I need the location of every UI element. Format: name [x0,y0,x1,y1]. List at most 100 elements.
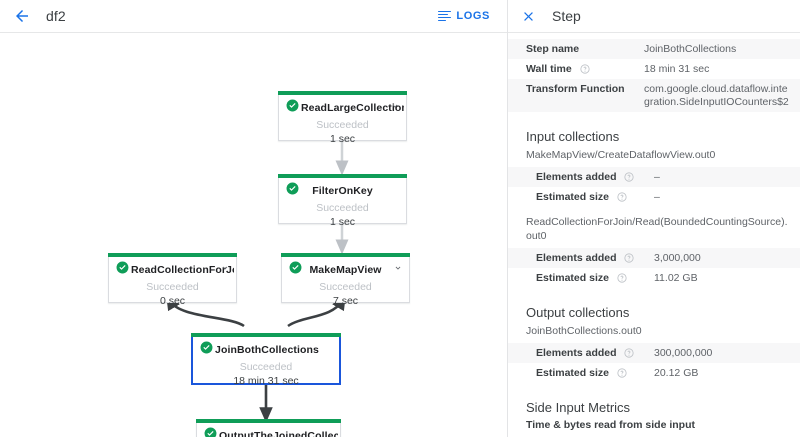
help-icon[interactable] [624,348,635,358]
graph-node-join-both-collections[interactable]: JoinBothCollections Succeeded 18 min 31 … [191,333,341,387]
metric-key: Estimated size [508,187,654,207]
node-title: MakeMapView [309,263,382,276]
column-header-time-spent-reading: Time spent reading [658,435,736,437]
node-status-bar [278,174,407,178]
node-header: OutputTheJoinedCollec... [197,423,340,437]
check-circle-icon [200,341,213,354]
metric-key-label: Elements added [536,252,617,264]
table-row: Wall time 18 min 31 sec [508,59,800,79]
spacer [508,383,800,391]
metric-key: Elements added [508,167,654,187]
metric-key: Estimated size [508,268,654,288]
step-panel-body[interactable]: Step name JoinBothCollections Wall time … [508,39,800,437]
help-icon[interactable] [617,192,627,202]
page-title: df2 [46,8,66,24]
node-header: ReadLargeCollectionFr... [279,95,406,117]
help-icon[interactable] [617,368,627,378]
metric-key: Estimated size [508,363,654,383]
node-header: ReadCollectionForJoin [109,257,236,279]
spacer [508,207,800,215]
summary-key-label: Wall time [526,63,572,75]
output-collections-title: Output collections [526,305,630,320]
job-graph-pane: df2 LOGS [0,0,508,437]
node-duration: 18 min 31 sec [233,375,299,387]
job-topbar: df2 LOGS [0,0,507,33]
chevron-down-icon[interactable] [220,262,230,272]
logs-button[interactable]: LOGS [438,10,490,22]
metric-value: – [654,191,660,203]
metric-value: – [654,171,660,183]
node-header: FilterOnKey [279,178,406,200]
input-collection-metrics-0: Elements added – Estimated size [508,167,800,207]
table-row: Transform Function com.google.cloud.data… [508,79,800,112]
chevron-down-icon[interactable] [390,100,400,110]
check-circle-icon [286,182,299,195]
summary-key: Wall time [508,59,644,79]
node-status-text: Succeeded [316,202,369,214]
table-row: Estimated size 11.02 GB [508,268,800,288]
node-status-bar [281,253,410,257]
step-panel-header: Step [508,0,800,33]
metric-value: 3,000,000 [654,252,701,264]
node-duration: 7 sec [332,295,359,307]
node-title: OutputTheJoinedCollec... [219,429,338,437]
logs-button-label: LOGS [456,10,490,22]
metric-key: Elements added [508,248,654,268]
node-header: JoinBothCollections [193,337,339,359]
metric-key-label: Estimated size [536,272,609,284]
graph-node-output-the-joined-collection[interactable]: OutputTheJoinedCollec... Succeeded 18 se… [196,419,341,437]
column-header-bytes-read: Bytes read [736,435,800,437]
metric-key: Elements added [508,343,654,363]
table-row: Elements added 3,000,000 [508,248,800,268]
metric-key-label: Estimated size [536,367,609,379]
node-status-bar [278,91,407,95]
summary-key: Step name [526,43,580,55]
spacer [508,112,800,120]
node-duration: 1 sec [329,133,356,145]
output-collection-name: JoinBothCollections.out0 [526,325,642,337]
graph-node-filter-on-key[interactable]: FilterOnKey Succeeded 1 sec [278,174,407,228]
table-row: Step name JoinBothCollections [508,39,800,59]
summary-value: 18 min 31 sec [644,63,710,75]
input-collection-metrics-1: Elements added 3,000,000 Estimated size [508,248,800,288]
node-status-text: Succeeded [146,281,199,293]
node-duration: 0 sec [159,295,186,307]
arrow-left-icon[interactable] [12,6,32,26]
node-status-text: Succeeded [239,361,293,373]
step-summary-table: Step name JoinBothCollections Wall time … [508,39,800,112]
graph-node-read-collection-for-join[interactable]: ReadCollectionForJoin Succeeded 0 sec [108,253,237,307]
help-icon[interactable] [617,273,627,283]
help-icon[interactable] [624,172,635,182]
close-icon[interactable] [520,8,536,24]
node-duration: 1 sec [329,216,356,228]
help-icon[interactable] [580,64,590,74]
node-status-text: Succeeded [319,281,372,293]
metric-value: 20.12 GB [654,367,699,379]
check-circle-icon [289,261,302,274]
help-icon[interactable] [624,253,635,263]
input-collection-name: MakeMapView/CreateDataflowView.out0 [526,149,716,161]
table-row: Estimated size 20.12 GB [508,363,800,383]
step-details-pane: Step Step name JoinBothCollections Wall … [508,0,800,437]
node-title: ReadLargeCollectionFr... [301,101,404,114]
node-title: JoinBothCollections [215,343,319,356]
graph-node-make-map-view[interactable]: MakeMapView Succeeded 7 sec [281,253,410,307]
node-header: MakeMapView [282,257,409,279]
metric-key-label: Estimated size [536,191,609,203]
step-panel-title: Step [552,8,581,24]
chevron-down-icon[interactable] [393,262,403,272]
check-circle-icon [204,427,217,437]
graph-canvas[interactable]: ReadLargeCollectionFr... Succeeded 1 sec… [0,33,507,437]
side-input-metrics-table: Side input collection Time spent reading… [508,435,800,437]
metric-key-label: Elements added [536,171,617,183]
table-header-row: Side input collection Time spent reading… [508,435,800,437]
node-title: FilterOnKey [312,184,373,197]
summary-key: Transform Function [526,83,625,95]
graph-node-read-large-collection[interactable]: ReadLargeCollectionFr... Succeeded 1 sec [278,91,407,145]
check-circle-icon [286,99,299,112]
side-input-metrics-title: Side Input Metrics [526,400,631,415]
summary-value: com.google.cloud.dataflow.integration.Si… [644,83,789,108]
side-input-metrics-subtitle: Time & bytes read from side input [526,419,696,431]
spacer [508,288,800,296]
